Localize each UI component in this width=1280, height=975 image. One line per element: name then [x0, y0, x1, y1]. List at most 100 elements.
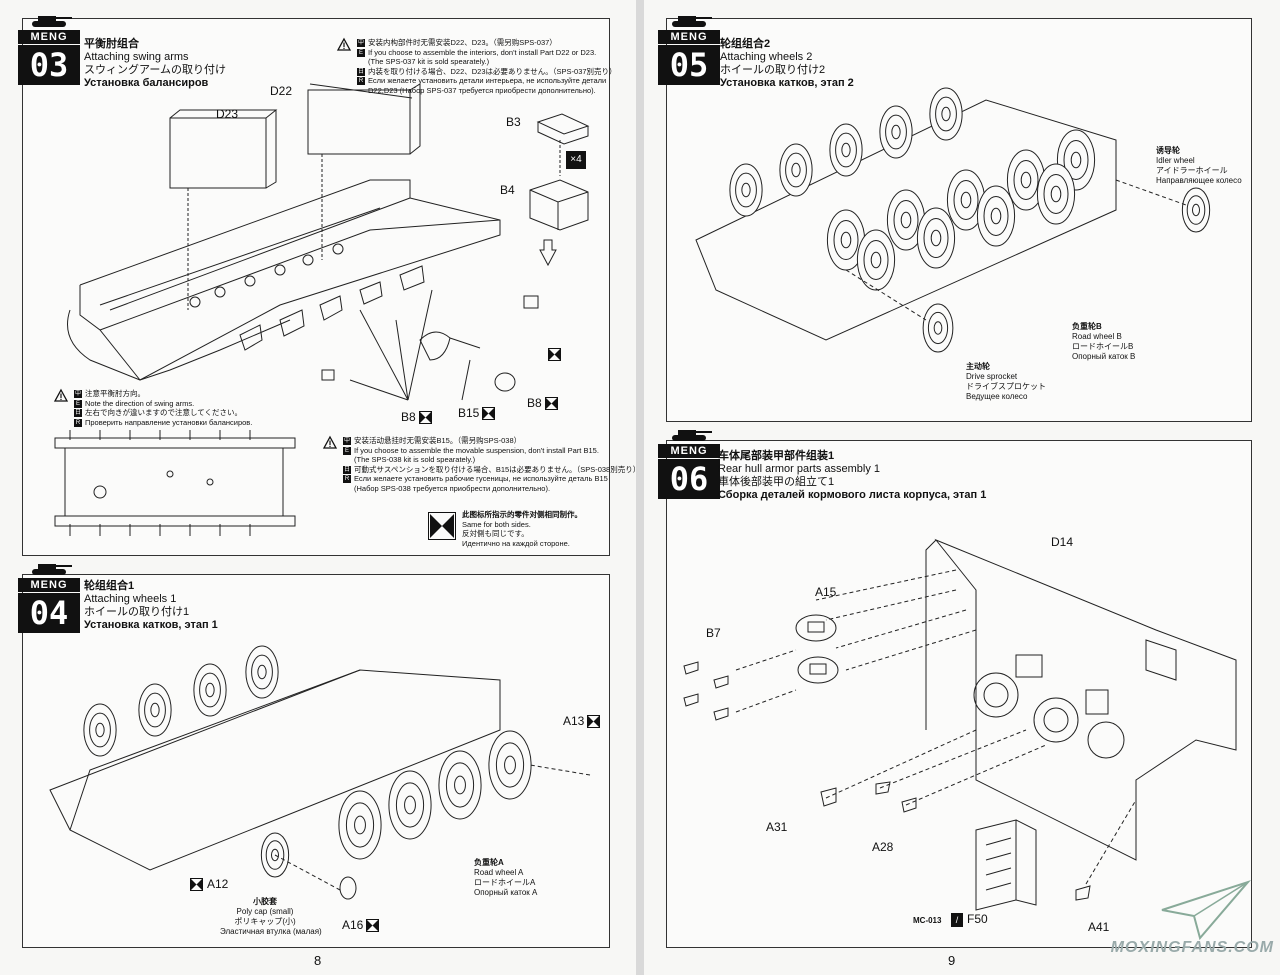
road-wheel	[488, 730, 532, 800]
assembly-arrow	[274, 854, 341, 891]
step-06-rear-armor-drawing	[683, 538, 1237, 911]
step-03-badge: MENG 03	[16, 12, 82, 86]
label-x4: ×4	[566, 151, 586, 169]
note-text: 注意平衡肘方向。	[85, 389, 145, 398]
label-f50: /F50	[951, 912, 988, 927]
wheel-hub	[454, 775, 466, 795]
wheel-hub	[1050, 185, 1062, 203]
step-06-title: 车体尾部装甲部件组装1 Rear hull armor parts assemb…	[718, 450, 986, 502]
language-flag-icon: R	[357, 77, 365, 85]
note-line: ポリキャップ(小)	[234, 917, 296, 926]
page-fold	[636, 0, 644, 975]
label-d22: D22	[270, 84, 293, 98]
tank-icon	[32, 564, 72, 575]
meng-logo: MENG	[18, 30, 80, 44]
road-wheel	[929, 87, 963, 141]
road-wheel	[138, 683, 172, 737]
note-line: Road wheel A	[474, 868, 524, 877]
step-number: 04	[18, 593, 80, 633]
step-06-panel	[666, 440, 1252, 948]
same-sides-icon	[548, 348, 561, 361]
hull-edge	[69, 669, 361, 831]
wheel-rim	[833, 220, 859, 260]
title-en: Attaching wheels 2	[720, 51, 813, 63]
road-wheel	[83, 703, 117, 757]
note-text: 安装活动悬挂时无需安装B15。（需另购SPS-038）	[354, 436, 522, 445]
same-sides-icon	[418, 411, 432, 425]
note-line: Poly cap (small)	[236, 907, 294, 916]
step-05-title: 轮组组合2 Attaching wheels 2 ホイールの取り付け2 Уста…	[720, 38, 854, 90]
language-flag-icon: 中	[357, 39, 365, 47]
step-06-badge: MENG 06	[656, 426, 722, 500]
note-text: Если желаете установить детали интерьера…	[368, 76, 607, 85]
note-line: Idler wheel	[1156, 156, 1195, 165]
wheel-hub	[841, 142, 851, 158]
note-text: 可動式サスペンションを取り付ける場合、B15は必要ありません。（SPS-038別…	[354, 464, 641, 474]
wheel-hub	[741, 182, 751, 198]
label-d23: D23	[216, 107, 239, 121]
wheel-rim	[345, 802, 375, 848]
road-wheel	[829, 123, 863, 177]
wheel-rim	[735, 172, 757, 208]
wheel-hub	[504, 755, 516, 775]
note-text: Проверить направлениe установки балансир…	[85, 417, 253, 427]
language-flag-icon: E	[357, 48, 365, 57]
language-flag-icon: 日	[343, 465, 351, 474]
language-flag-icon: 日	[357, 67, 365, 76]
road-wheel	[856, 229, 896, 291]
note-line: Опорный каток В	[1072, 352, 1136, 361]
note-line: 负重轮A	[474, 858, 504, 867]
note-text: 左右で向きが違いますので注意してください。	[85, 408, 243, 417]
poly-cap	[339, 876, 357, 900]
wheel-hub	[270, 848, 280, 862]
note-line: 日内装を取り付ける場合、D22、D23は必要ありません。（SPS-037別売り）	[357, 67, 617, 77]
same-sides-icon	[587, 715, 601, 729]
label-a12: A12	[190, 877, 228, 892]
assembly-arrow	[529, 764, 591, 776]
wheel-hub	[933, 321, 943, 335]
title-en: Attaching wheels 1	[84, 593, 177, 605]
road-wheel	[338, 790, 382, 860]
language-flag-icon: R	[343, 475, 351, 483]
wheel-rim	[1043, 174, 1069, 214]
road-wheel	[916, 207, 956, 269]
note-line: Road wheel B	[1072, 332, 1122, 341]
wheel-rim	[885, 114, 907, 150]
wheel-rim	[265, 840, 285, 870]
note-line: ロードホイールB	[1072, 342, 1134, 351]
label-a41: A41	[1088, 920, 1110, 934]
note-line: 中安装活动悬挂时无需安装B15。（需另购SPS-038）	[343, 436, 605, 446]
step-03-panel	[22, 18, 610, 556]
note-line: 中安装内构部件时无需安装D22、D23。（需另购SPS-037）	[357, 38, 607, 48]
note-line: 反対側も同じです。	[462, 529, 529, 538]
note-line: 日可動式サスペンションを取り付ける場合、B15は必要ありません。（SPS-038…	[343, 465, 640, 475]
wheel-rim	[935, 96, 957, 132]
road-wheel	[438, 750, 482, 820]
label-a31: A31	[766, 820, 788, 834]
wheel-hub	[960, 191, 972, 209]
wheel-rim	[144, 692, 166, 728]
wheel-hub	[257, 664, 267, 680]
note-line: 中注意平衡肘方向。	[74, 389, 314, 399]
note-line: アイドラーホイール	[1156, 166, 1228, 175]
label-a15: A15	[815, 585, 837, 599]
hull-outline	[695, 99, 1117, 341]
note-line: Опорный каток А	[474, 888, 538, 897]
wheel-hub	[95, 722, 105, 738]
wheel-rim	[893, 200, 919, 240]
note-text: Note the direction of swing arms.	[85, 398, 195, 408]
label-mc013: MC-013	[913, 916, 942, 925]
wheel-rim	[495, 742, 525, 788]
note-text: (The SPS-038 kit is sold spearately.)	[354, 455, 476, 464]
title-cn: 轮组组合1	[84, 580, 135, 592]
note-text: (Набор SPS-038 требуется приобрести допо…	[354, 483, 551, 493]
note-line: Same for both sides.	[462, 519, 531, 529]
label-b3: B3	[506, 115, 521, 129]
